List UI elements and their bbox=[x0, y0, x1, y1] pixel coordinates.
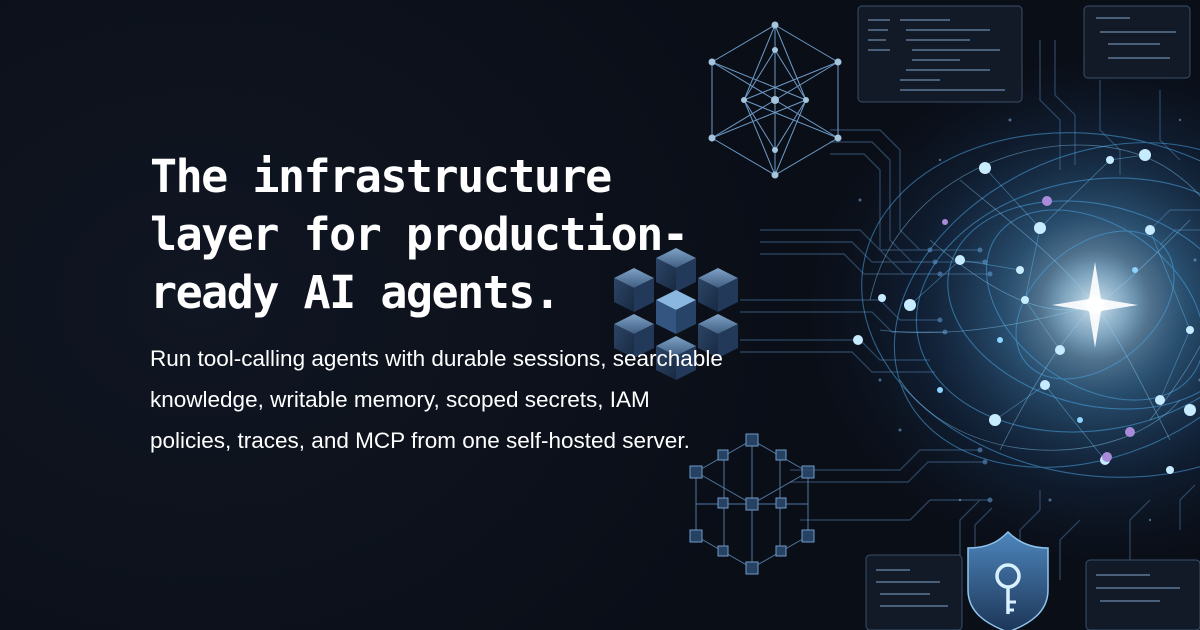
hero-subheadline: Run tool-calling agents with durable ses… bbox=[150, 346, 723, 453]
network-polyhedron-icon bbox=[708, 21, 842, 179]
hero-copy: The infrastructure layer for production-… bbox=[150, 148, 750, 461]
galaxy-nodes bbox=[853, 149, 1196, 474]
code-panel-icon bbox=[857, 5, 1200, 630]
hero-headline: The infrastructure layer for production-… bbox=[150, 150, 689, 319]
galaxy-core bbox=[1040, 250, 1150, 360]
shield-key-icon bbox=[967, 530, 1049, 630]
node-cube-icon bbox=[689, 433, 815, 575]
neural-galaxy-graphic bbox=[835, 45, 1200, 565]
server-cube-cluster-icon bbox=[614, 248, 738, 380]
